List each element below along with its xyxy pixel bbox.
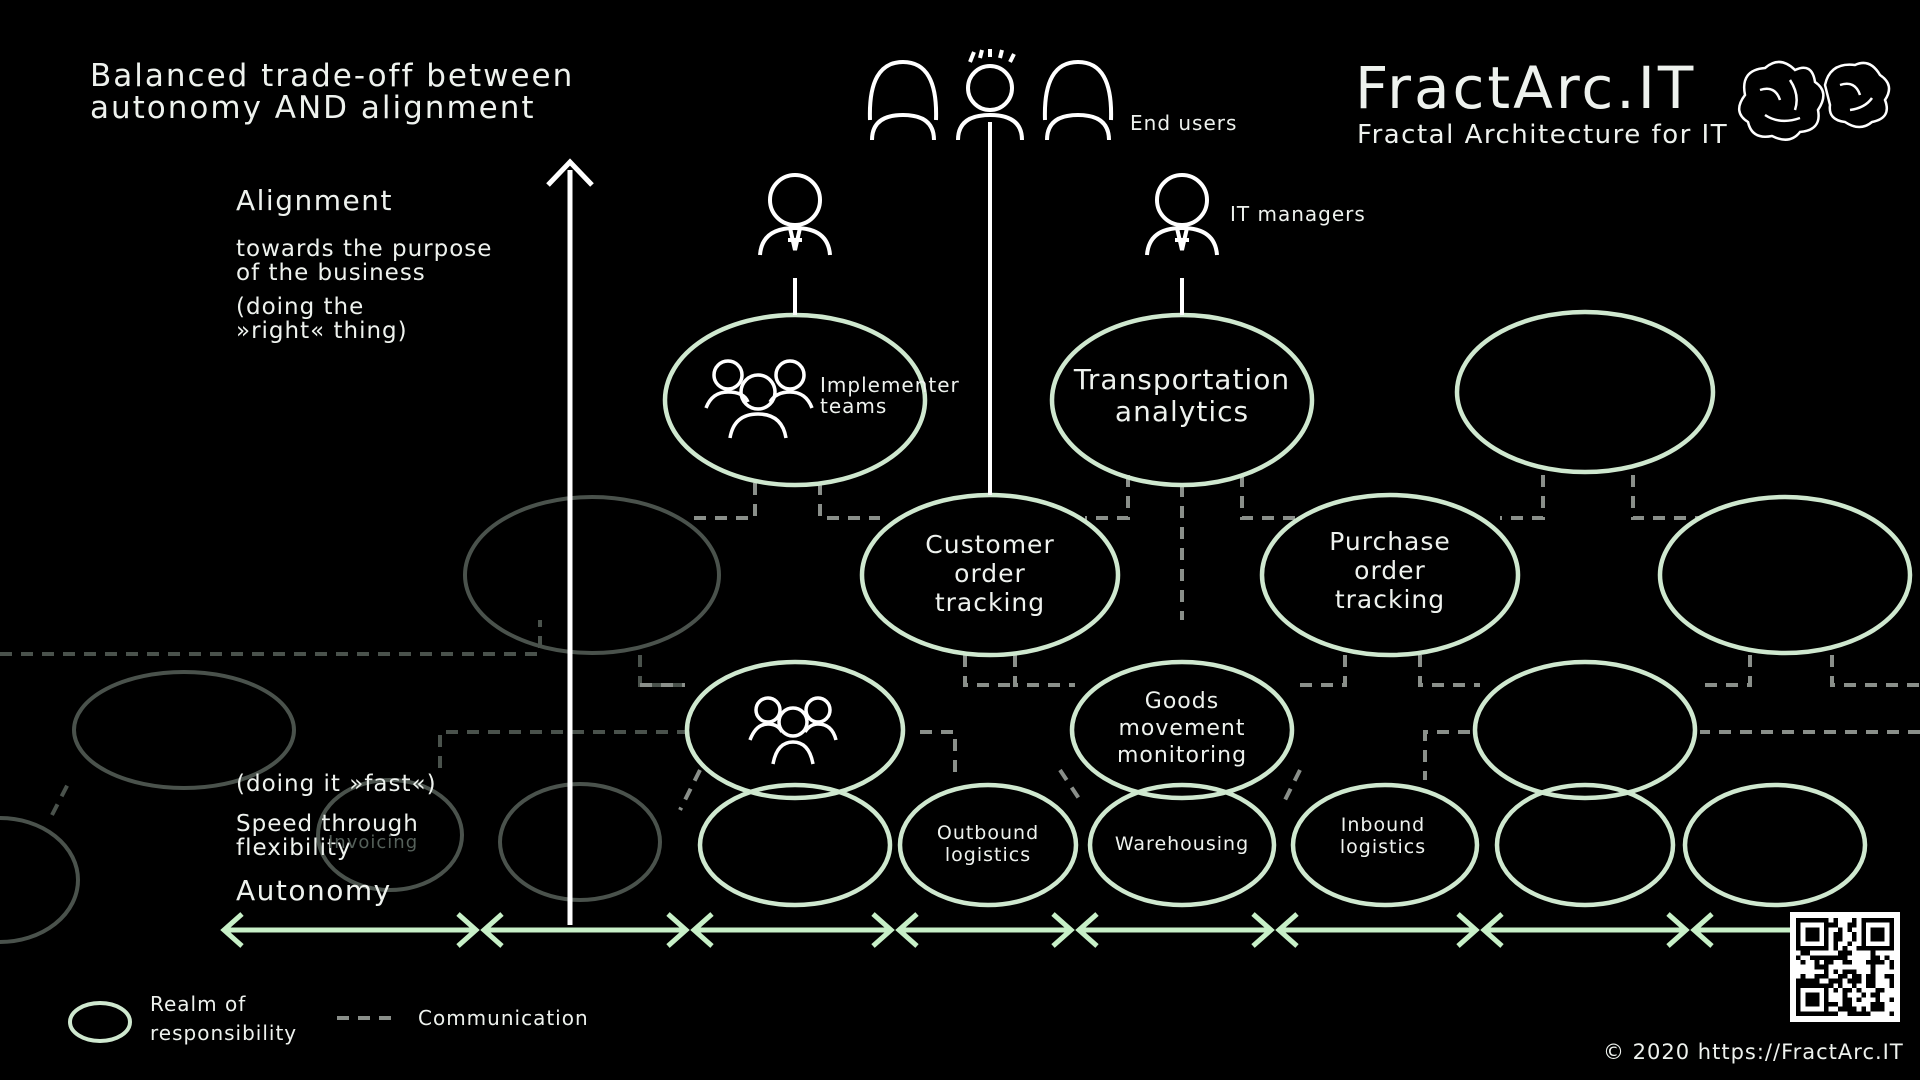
- autonomy-description: Speed through flexibility: [236, 812, 419, 860]
- ghost-realm: [0, 816, 80, 944]
- autonomy-arrow-head-right: [666, 912, 690, 948]
- autonomy-arrow-head-right: [1666, 912, 1690, 948]
- realm-bottom-6: [1682, 782, 1868, 908]
- autonomy-desc-3: flexibility: [236, 835, 352, 861]
- customer-line-3: tracking: [934, 588, 1046, 617]
- alignment-axis: [546, 158, 594, 925]
- realm-inbound-logistics: [1290, 782, 1480, 908]
- goods-movement-monitoring-label: Goods movement monitoring: [1082, 688, 1282, 769]
- alignment-desc-3: (doing the: [236, 294, 365, 320]
- autonomy-arrow-head-right: [456, 912, 480, 948]
- transportation-line-1: Transportation: [1073, 363, 1291, 396]
- team-icon: [704, 359, 814, 439]
- realm-outbound-logistics: [897, 782, 1079, 908]
- legend-realm-line-2: responsibility: [150, 1021, 298, 1045]
- title-line-2: autonomy AND alignment: [90, 90, 536, 126]
- ghost-invoicing-label: Invoicing: [328, 832, 419, 853]
- autonomy-arrow-head-left: [1480, 912, 1504, 948]
- customer-line-1: Customer: [925, 530, 1055, 559]
- autonomy-arrow-head-left: [1690, 912, 1714, 948]
- brain-icon: [1738, 60, 1891, 141]
- realm-warehousing: [1087, 782, 1277, 908]
- transportation-analytics-label: Transportation analytics: [1052, 364, 1312, 428]
- team-icon: [748, 696, 838, 765]
- autonomy-arrow-head-left: [220, 912, 244, 948]
- brand-tagline: Fractal Architecture for IT: [1357, 120, 1729, 150]
- outbound-line-2: logistics: [944, 844, 1032, 866]
- purchase-line-1: Purchase: [1329, 527, 1451, 556]
- transportation-line-2: analytics: [1114, 395, 1250, 428]
- brand-name: FractArc.IT: [1355, 54, 1697, 122]
- realm-purchase-order-tracking: [1259, 492, 1521, 658]
- legend-communication-label: Communication: [418, 1006, 589, 1030]
- ghost-realm: [316, 778, 464, 892]
- title-line-1: Balanced trade-off between: [90, 58, 575, 94]
- legend-realm-label: Realm of responsibility: [150, 990, 297, 1048]
- ghost-realm: [72, 670, 296, 790]
- qr-code-icon[interactable]: [1790, 912, 1900, 1022]
- legend-realm-swatch: [68, 1001, 132, 1043]
- inbound-line-2: logistics: [1339, 836, 1427, 858]
- customer-line-2: order: [954, 559, 1026, 588]
- purchase-order-tracking-label: Purchase order tracking: [1280, 527, 1500, 614]
- inbound-logistics-label: Inbound logistics: [1303, 814, 1463, 858]
- alignment-desc-4: »right« thing): [236, 318, 408, 344]
- goods-line-2: movement: [1118, 716, 1246, 741]
- autonomy-axis: [220, 912, 1900, 948]
- implementer-line-1: Implementer: [820, 373, 960, 397]
- alignment-label: Alignment: [236, 184, 393, 217]
- inbound-line-1: Inbound: [1340, 814, 1426, 836]
- purchase-line-2: order: [1354, 556, 1426, 585]
- autonomy-arrow-head-right: [871, 912, 895, 948]
- outbound-logistics-label: Outbound logistics: [908, 822, 1068, 866]
- realms: [662, 309, 1913, 908]
- realm-team-lower: [684, 659, 906, 801]
- autonomy-arrow-head-left: [480, 912, 504, 948]
- ghost-layer: [0, 495, 721, 944]
- autonomy-desc-2: Speed through: [236, 811, 419, 837]
- realm-top-right: [1454, 309, 1716, 475]
- goods-line-3: monitoring: [1116, 743, 1248, 768]
- autonomy-arrow-head-left: [1075, 912, 1099, 948]
- customer-order-tracking-label: Customer order tracking: [880, 530, 1100, 617]
- implementer-line-2: teams: [820, 394, 888, 418]
- autonomy-arrow-head-right: [1456, 912, 1480, 948]
- page-title: Balanced trade-off between autonomy AND …: [90, 60, 574, 124]
- it-managers-label: IT managers: [1230, 202, 1366, 226]
- people-icon: [867, 49, 1114, 141]
- realm-right-lower: [1472, 659, 1698, 801]
- ghost-realm: [498, 782, 662, 902]
- autonomy-arrow-head-right: [1251, 912, 1275, 948]
- ghost-realm: [463, 495, 721, 655]
- implementer-teams-label: Implementer teams: [820, 375, 960, 417]
- alignment-desc-1: towards the purpose: [236, 236, 493, 262]
- autonomy-label: Autonomy: [236, 874, 392, 907]
- purchase-line-3: tracking: [1334, 585, 1446, 614]
- legend-realm-line-1: Realm of: [150, 992, 247, 1016]
- manager-icon: [1145, 173, 1219, 256]
- outbound-line-1: Outbound: [936, 822, 1040, 844]
- end-users-label: End users: [1130, 111, 1238, 135]
- copyright: © 2020 https://FractArc.IT: [1603, 1040, 1904, 1064]
- realm-bottom-5: [1494, 782, 1676, 908]
- alignment-desc-2: of the business: [236, 260, 426, 286]
- autonomy-arrow-head-right: [1051, 912, 1075, 948]
- goods-line-1: Goods: [1144, 689, 1220, 714]
- warehousing-label: Warehousing: [1114, 833, 1250, 855]
- communication-lines: [640, 475, 1920, 811]
- autonomy-arrow-head-left: [1275, 912, 1299, 948]
- realm-bottom-1: [697, 782, 893, 908]
- autonomy-arrow-head-left: [895, 912, 919, 948]
- autonomy-arrow-head-left: [690, 912, 714, 948]
- realm-right-mid: [1657, 494, 1913, 656]
- manager-icon: [758, 173, 832, 256]
- autonomy-desc-1: (doing it »fast«): [236, 771, 437, 797]
- realm-goods-movement-monitoring: [1069, 659, 1295, 801]
- alignment-description: towards the purpose of the business (doi…: [236, 237, 492, 343]
